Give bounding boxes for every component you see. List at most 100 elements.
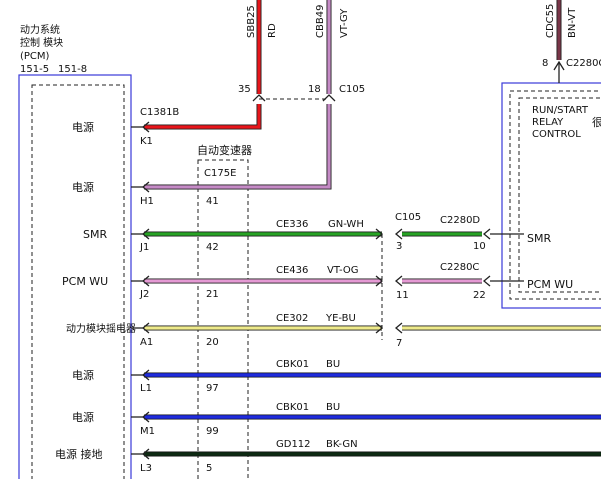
top-wire-cbb49-circuit: CBB49: [315, 5, 326, 38]
gd112-color: BK-GN: [326, 439, 358, 450]
ce302-color: YE-BU: [325, 313, 356, 324]
top-wire-cbb49-color: VT-GY: [339, 8, 350, 38]
trans-pin-41: 41: [206, 196, 219, 207]
top-c105-label: C105: [339, 84, 365, 95]
c105-mid-arrows: [375, 228, 491, 334]
wire-sbb25-bend-color: [144, 104, 261, 129]
pcm-label-l1: 电源: [72, 368, 94, 382]
pcm-pin-labels: 电源 电源 SMR PCM WU 动力模块摇电器 电源 电源 电源 接地: [55, 120, 136, 461]
pcm-pin-l1: L1: [140, 383, 152, 394]
c105-arrow-smr-a: [375, 228, 384, 240]
ce302-circuit: CE302: [276, 313, 308, 324]
pcm-pin-m1: M1: [140, 426, 155, 437]
pcm-label-k1: 电源: [72, 120, 94, 134]
top-wire-cdc55-color: BN-VT: [567, 7, 578, 38]
pcm-pin-arrows: [131, 121, 150, 460]
c105-mid-label: C105: [395, 212, 421, 223]
c105-arrow-smr-b: [394, 228, 403, 240]
row-a1: CE302 YE-BU 7: [144, 313, 601, 349]
row-m1: CBK01 BU: [144, 402, 601, 420]
pcm-pin-j2: J2: [139, 289, 149, 300]
pcm-pin-l3: L3: [140, 463, 152, 474]
top-wire-cbb49: CBB49 VT-GY 18 C105: [308, 0, 365, 95]
cbk01-m1-color: BU: [326, 402, 340, 413]
ce436-circuit: CE436: [276, 265, 308, 276]
ce436-color: VT-OG: [327, 265, 359, 276]
pcm-title-line2: 控制 模块: [20, 36, 63, 49]
pcm-pin-h1: H1: [140, 196, 154, 207]
pcm-label-l3: 电源 接地: [55, 447, 103, 461]
relay-module: RUN/START RELAY CONTROL 很 SMR PCM WU: [501, 82, 601, 309]
ce336-circuit: CE336: [276, 219, 308, 230]
top-wire-sbb25-pin: 35: [238, 84, 251, 95]
pcm-pin-k1: K1: [140, 136, 153, 147]
pcm-connector-c1381b: C1381B: [140, 107, 179, 118]
transmission-connector: C175E: [204, 168, 236, 179]
pcm-pin-numbers: K1 H1 J1 J2 A1 L1 M1 L3: [139, 136, 155, 474]
trans-pin-20: 20: [206, 337, 219, 348]
transmission-label: 自动变速器: [197, 143, 252, 157]
top-wire-sbb25: SBB25 RD 35: [238, 0, 278, 95]
relay-label-line2: RELAY: [532, 117, 564, 128]
cbk01-l1-color: BU: [326, 359, 340, 370]
trans-pin-99: 99: [206, 426, 219, 437]
relay-module-inner-border-2: [518, 97, 601, 293]
row-l1: CBK01 BU: [144, 359, 601, 378]
pcm-module: 动力系统 控制 模块 (PCM) 151-5 151-8: [18, 23, 132, 479]
ce436-c105-pin: 11: [396, 290, 409, 301]
pcm-label-h1: 电源: [72, 180, 94, 194]
pcm-pin-a1: A1: [140, 337, 153, 348]
c2280d-arrow: [482, 228, 491, 240]
c105-arrow-pcmwu-b: [394, 275, 403, 287]
top-wire-cdc55: CDC55 BN-VT 8 C2280C: [542, 0, 601, 83]
pcm-label-a1: 动力模块摇电器: [66, 322, 136, 335]
cbk01-l1-circuit: CBK01: [276, 359, 309, 370]
relay-label-line1: RUN/START: [532, 105, 589, 116]
top-wire-cdc55-pin: 8: [542, 58, 548, 69]
c105-arrow-a1-a: [375, 322, 384, 334]
pcm-module-inner-border: [31, 84, 125, 479]
ce336-color: GN-WH: [328, 219, 364, 230]
ce302-c105-pin: 7: [396, 338, 402, 349]
ce336-right-pin: 10: [473, 241, 486, 252]
pcm-module-border: [18, 74, 132, 479]
transmission-dashed-border: [197, 159, 249, 479]
pcm-label-j1: SMR: [83, 228, 107, 241]
trans-pin-5: 5: [206, 463, 212, 474]
trans-pin-97: 97: [206, 383, 219, 394]
trans-pin-42: 42: [206, 242, 219, 253]
wire-cbb49-bend-color: [144, 104, 331, 189]
ce336-c105-pin: 3: [396, 241, 402, 252]
relay-module-border: [501, 82, 601, 309]
c105-arrow-a1-b: [394, 322, 403, 334]
relay-label-line3: CONTROL: [532, 129, 581, 140]
pcm-label-j2: PCM WU: [62, 275, 108, 288]
row-smr: CE336 GN-WH C105 C2280D 3 10: [144, 212, 524, 252]
pcm-title-line1: 动力系统: [20, 23, 60, 36]
c2280d-label: C2280D: [440, 215, 480, 226]
top-wire-cbb49-pin: 18: [308, 84, 321, 95]
relay-edge-char: 很: [592, 115, 601, 129]
row-pcm-wu: CE436 VT-OG C2280C 11 22: [144, 262, 524, 301]
pcm-pin-j1: J1: [139, 242, 149, 253]
top-wire-cdc55-circuit: CDC55: [545, 4, 556, 38]
trans-pin-21: 21: [206, 289, 219, 300]
pcm-label-m1: 电源: [72, 410, 94, 424]
relay-pin-pcmwu-label: PCM WU: [527, 278, 573, 291]
transmission-block: 自动变速器 C175E: [197, 143, 252, 479]
ce436-right-pin: 22: [473, 290, 486, 301]
c2280c-label: C2280C: [440, 262, 479, 273]
c2280c-arrow: [482, 275, 491, 287]
relay-module-inner-border: [509, 90, 601, 300]
pcm-ref-b: 151-8: [58, 64, 87, 75]
row-l3: GD112 BK-GN: [144, 439, 601, 457]
gd112-circuit: GD112: [276, 439, 311, 450]
c105-arrow-pcmwu-a: [375, 275, 384, 287]
relay-pin-smr-label: SMR: [527, 232, 551, 245]
top-wire-sbb25-color: RD: [267, 23, 278, 38]
top-c105-arrow-left: [252, 94, 266, 102]
top-wire-sbb25-circuit: SBB25: [246, 5, 257, 38]
top-c105-arrow-right: [322, 94, 336, 102]
pcm-title-line3: (PCM): [20, 51, 50, 62]
